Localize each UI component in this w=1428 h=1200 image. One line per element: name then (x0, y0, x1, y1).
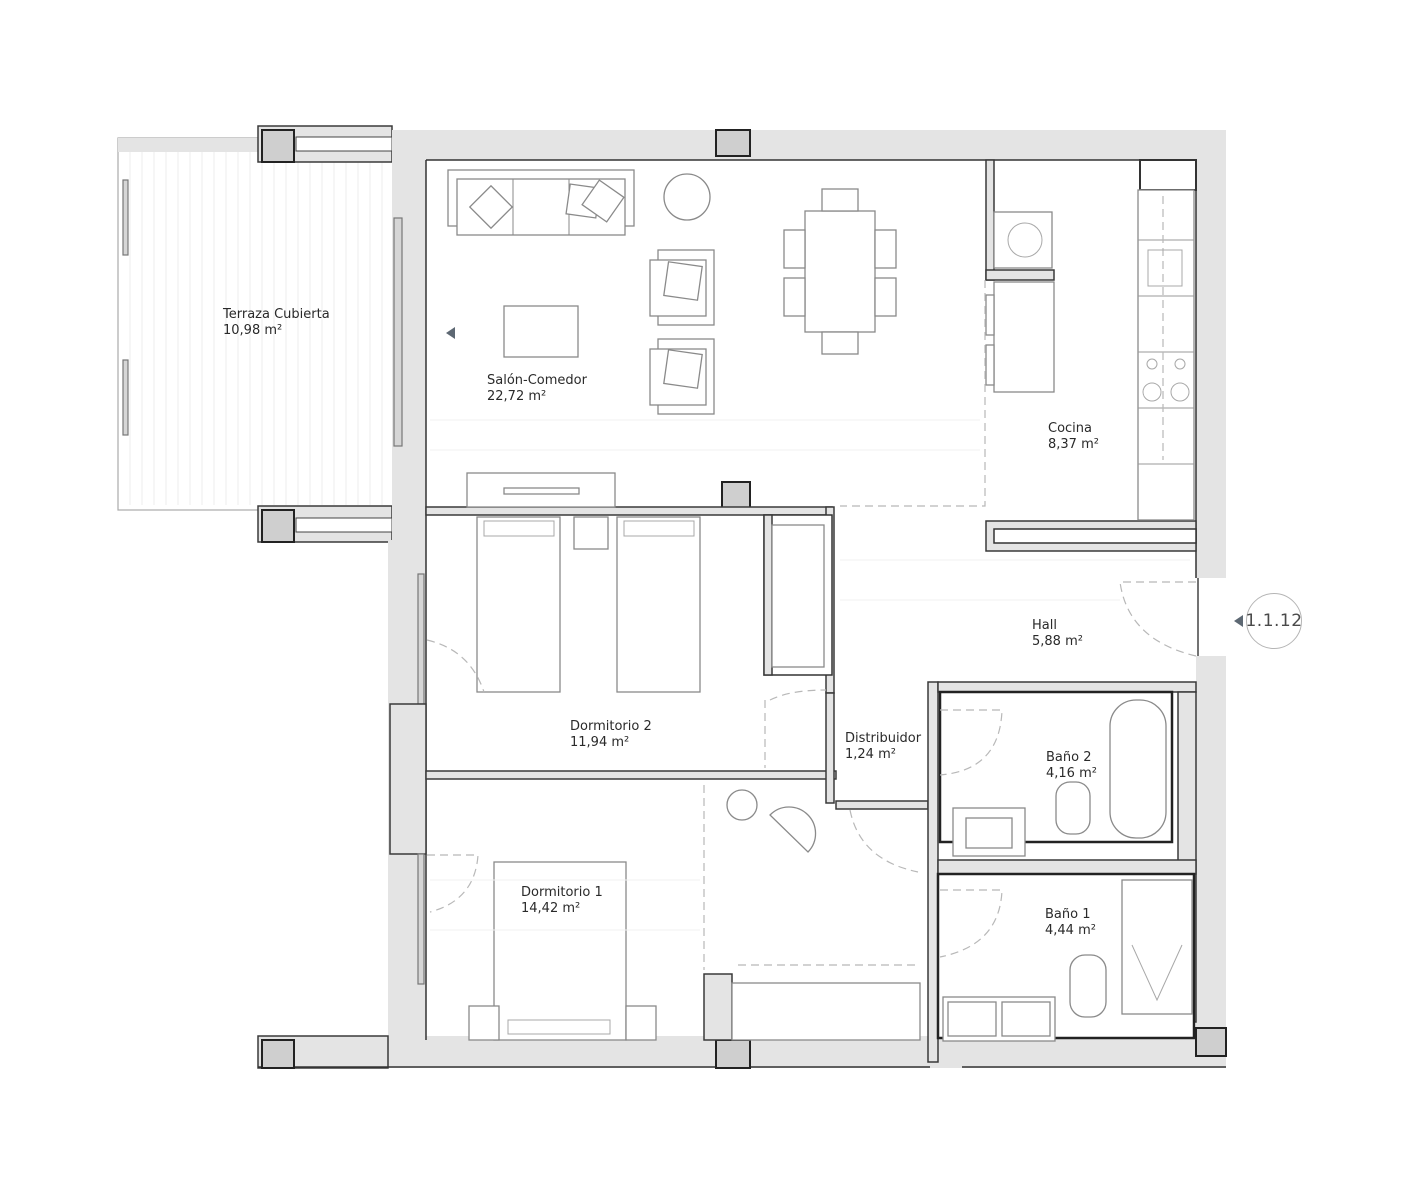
room-label-dormitorio1: Dormitorio 1 14,42 m² (521, 885, 603, 917)
room-name: Baño 2 (1046, 750, 1092, 765)
room-area: 14,42 m² (521, 901, 581, 916)
room-area: 4,44 m² (1045, 923, 1096, 938)
room-area: 5,88 m² (1032, 634, 1083, 649)
room-label-cocina: Cocina 8,37 m² (1048, 421, 1099, 453)
room-label-hall: Hall 5,88 m² (1032, 618, 1083, 650)
room-name: Salón-Comedor (487, 373, 587, 388)
entrance-triangle-icon (1234, 615, 1243, 627)
bedroom2-window (417, 573, 425, 705)
room-area: 10,98 m² (223, 323, 283, 338)
bedroom1-window (417, 853, 425, 985)
room-area: 8,37 m² (1048, 437, 1099, 452)
room-name: Hall (1032, 618, 1057, 633)
unit-reference-label: 1.1.12 (1245, 593, 1302, 649)
room-area: 1,24 m² (845, 747, 896, 762)
bathroom1 (936, 872, 1196, 1042)
living-orientation-marker-icon (446, 327, 455, 339)
bedroom2-furniture (426, 516, 827, 768)
room-label-salon: Salón-Comedor 22,72 m² (487, 373, 587, 405)
living-window (393, 217, 403, 447)
room-name: Baño 1 (1045, 907, 1091, 922)
room-name: Cocina (1048, 421, 1092, 436)
room-name: Dormitorio 1 (521, 885, 603, 900)
kitchen-furniture (840, 189, 1195, 521)
room-name: Terraza Cubierta (223, 307, 330, 322)
living-furniture (447, 169, 897, 508)
room-name: Dormitorio 2 (570, 719, 652, 734)
unit-reference-tag: 1.1.12 (1234, 592, 1302, 650)
entrance-door (1119, 578, 1226, 657)
room-label-distribuidor: Distribuidor 1,24 m² (845, 731, 921, 763)
room-name: Distribuidor (845, 731, 922, 746)
floor-pattern (430, 419, 1190, 931)
room-label-bano2: Baño 2 4,16 m² (1046, 750, 1097, 782)
room-area: 11,94 m² (570, 735, 630, 750)
bedroom1-furniture (427, 785, 921, 1041)
room-area: 22,72 m² (487, 389, 547, 404)
terrace (117, 125, 395, 543)
bathroom2 (849, 690, 1174, 873)
room-label-terraza: Terraza Cubierta 10,98 m² (223, 307, 330, 339)
room-label-bano1: Baño 1 4,44 m² (1045, 907, 1096, 939)
room-label-dormitorio2: Dormitorio 2 11,94 m² (570, 719, 652, 751)
room-area: 4,16 m² (1046, 766, 1097, 781)
